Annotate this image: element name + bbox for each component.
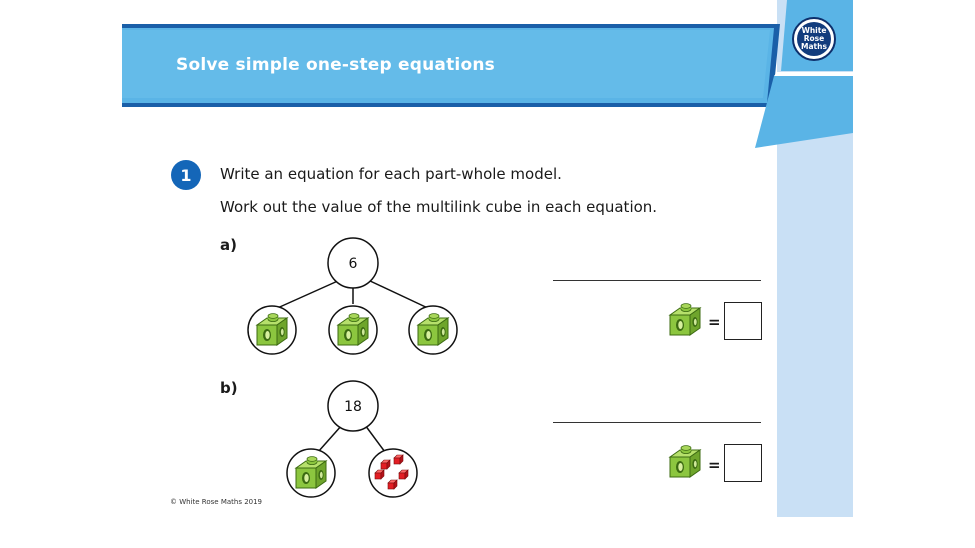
whole-value-b: 18 bbox=[344, 399, 362, 415]
instruction-line-2: Work out the value of the multilink cube… bbox=[220, 198, 658, 216]
equation-line-b[interactable] bbox=[553, 422, 761, 423]
whole-circle-a bbox=[327, 237, 379, 289]
page-title: Solve simple one-step equations bbox=[176, 55, 495, 75]
answer-cube-icon-b bbox=[669, 445, 701, 478]
answer-cube-icon-a bbox=[669, 303, 701, 336]
equals-sign-b: = bbox=[708, 456, 721, 474]
model-b: 18 bbox=[286, 380, 418, 498]
side-tab bbox=[755, 76, 853, 148]
question-number-badge: 1 bbox=[171, 160, 201, 190]
white-rose-maths-logo: White Rose Maths bbox=[792, 17, 836, 61]
equation-line-a[interactable] bbox=[553, 280, 761, 281]
model-a: 6 bbox=[247, 237, 458, 355]
answer-box-b[interactable] bbox=[724, 444, 762, 482]
instruction-line-1: Write an equation for each part-whole mo… bbox=[220, 165, 562, 183]
whole-circle-b bbox=[327, 380, 379, 432]
equals-sign-a: = bbox=[708, 313, 721, 331]
header-banner bbox=[122, 0, 853, 148]
part-b-label: b) bbox=[220, 379, 238, 397]
part-circle bbox=[368, 448, 418, 498]
whole-value-a: 6 bbox=[349, 256, 358, 272]
part-a-label: a) bbox=[220, 236, 237, 254]
copyright-text: © White Rose Maths 2019 bbox=[170, 498, 263, 506]
answer-box-a[interactable] bbox=[724, 302, 762, 340]
